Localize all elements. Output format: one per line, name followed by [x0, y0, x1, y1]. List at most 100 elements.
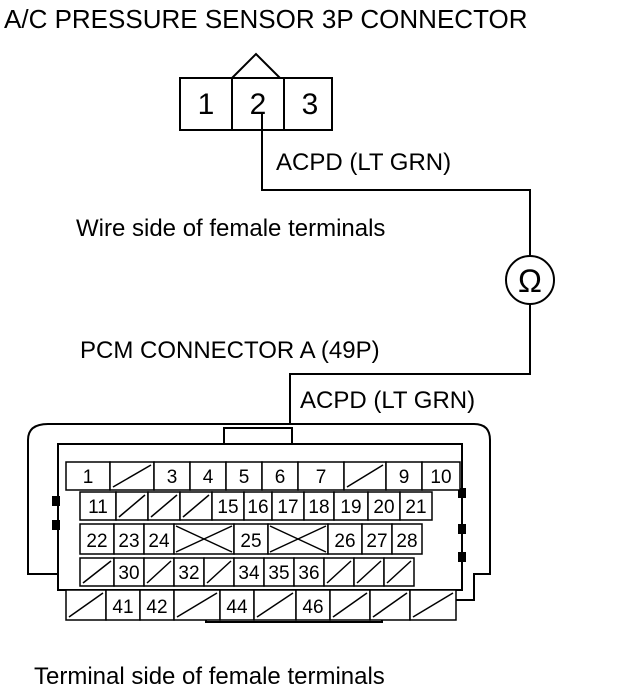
sensor-view-caption: Wire side of female terminals: [76, 215, 385, 242]
pcm-terminal-number: 4: [203, 467, 214, 488]
pcm-terminal-cell: 21: [399, 491, 433, 521]
pcm-terminal-number: 26: [334, 531, 355, 552]
pcm-terminal-cell: [173, 589, 221, 621]
pcm-terminal-number: 35: [268, 563, 289, 584]
pcm-terminal-number: 41: [112, 597, 133, 618]
pcm-terminal-number: 27: [366, 531, 387, 552]
pcm-terminal-cell: [323, 557, 355, 587]
pcm-terminal-cell: [115, 491, 149, 521]
pcm-terminal-cell: 28: [391, 523, 423, 555]
pcm-terminal-cell: [409, 589, 457, 621]
pcm-terminal-cell: 15: [211, 491, 245, 521]
unused-terminal-slash: [326, 560, 352, 584]
pcm-terminal-cell: [143, 557, 175, 587]
pcm-terminal-cell: 35: [263, 557, 295, 587]
unused-terminal-slash: [206, 560, 232, 584]
pcm-terminal-number: 28: [396, 531, 417, 552]
pcm-terminal-number: 36: [298, 563, 319, 584]
pcm-terminal-number: 34: [238, 563, 260, 584]
pcm-terminal-number: 17: [277, 497, 298, 518]
pcm-terminal-number: 42: [146, 597, 167, 618]
pcm-terminal-number: 32: [178, 563, 199, 584]
pcm-terminal-cell: 3: [153, 461, 191, 491]
ohmmeter-icon: Ω: [505, 255, 555, 305]
unused-terminal-slash: [356, 560, 382, 584]
pcm-terminal-number: 19: [340, 497, 361, 518]
pcm-terminal-cell: [329, 589, 371, 621]
unused-terminal-slash: [118, 494, 146, 518]
unused-terminal-slash: [332, 592, 368, 618]
pcm-terminal-cell: 10: [421, 461, 461, 491]
pcm-terminal-number: 3: [167, 467, 178, 488]
pcm-terminal-cell: 6: [261, 461, 299, 491]
pcm-terminal-cell: [343, 461, 387, 491]
unused-terminal-slash: [346, 464, 384, 488]
pcm-terminal-cell: 18: [303, 491, 335, 521]
ohm-symbol: Ω: [518, 263, 542, 299]
pcm-terminal-number: 30: [118, 563, 139, 584]
pcm-terminal-cell: 11: [79, 491, 117, 521]
pcm-terminal-cell: [203, 557, 235, 587]
pcm-terminal-number: 24: [148, 531, 170, 552]
pcm-terminal-cell: 32: [173, 557, 205, 587]
sensor-wire-label: ACPD (LT GRN): [276, 149, 451, 176]
pcm-terminal-cell: 42: [139, 589, 175, 621]
pcm-terminal-cell: [79, 557, 115, 587]
pcm-terminal-cell: 16: [243, 491, 273, 521]
unused-terminal-slash: [372, 592, 408, 618]
unused-terminal-slash: [386, 560, 412, 584]
pcm-terminal-cell: [383, 557, 415, 587]
pcm-terminal-cell: 22: [79, 523, 115, 555]
pcm-terminal-cell: [109, 461, 155, 491]
unused-terminal-slash: [256, 592, 294, 618]
pcm-view-caption: Terminal side of female terminals: [34, 663, 385, 690]
pcm-terminal-number: 6: [275, 467, 286, 488]
pcm-terminal-cell: 9: [385, 461, 423, 491]
pcm-terminal-number: 9: [399, 467, 410, 488]
pcm-terminal-cell: [147, 491, 181, 521]
unused-terminal-slash: [412, 592, 454, 618]
pcm-terminal-number: 44: [226, 597, 248, 618]
pcm-terminal-number: 7: [316, 467, 327, 488]
pcm-wire-label: ACPD (LT GRN): [300, 387, 475, 414]
pcm-terminal-number: 23: [118, 531, 139, 552]
unused-terminal-slash: [182, 494, 210, 518]
pcm-terminal-cell: [179, 491, 213, 521]
pcm-terminal-cell: 27: [361, 523, 393, 555]
pcm-terminal-number: 5: [239, 467, 250, 488]
pcm-terminal-number: 25: [240, 531, 261, 552]
pcm-connector-title: PCM CONNECTOR A (49P): [80, 337, 380, 364]
pcm-terminal-number: 1: [83, 467, 94, 488]
pcm-terminal-cell: 23: [113, 523, 145, 555]
pcm-terminal-cell: 17: [271, 491, 305, 521]
pcm-terminal-cell: [173, 523, 235, 555]
sensor-pin-1: 1: [198, 88, 215, 121]
connector-lock-tab: [231, 52, 281, 79]
pcm-terminal-cell: [253, 589, 297, 621]
pcm-terminal-number: 16: [247, 497, 268, 518]
unused-terminal-slash: [82, 560, 112, 584]
unused-terminal-slash: [150, 494, 178, 518]
acpd-wire-upper: [261, 114, 531, 256]
pcm-terminal-cell: [65, 589, 107, 621]
pcm-terminal-number: 21: [405, 497, 426, 518]
pcm-terminal-cell: 36: [293, 557, 325, 587]
sensor-connector-title: A/C PRESSURE SENSOR 3P CONNECTOR: [4, 4, 528, 34]
pcm-terminal-number: 18: [308, 497, 329, 518]
pcm-terminal-number: 10: [430, 467, 451, 488]
pcm-terminal-number: 20: [373, 497, 394, 518]
sensor-connector: 1 2 3: [179, 52, 333, 131]
pcm-terminal-cell: 44: [219, 589, 255, 621]
unused-terminal-slash: [146, 560, 172, 584]
pcm-terminal-cell: 4: [189, 461, 227, 491]
pcm-terminal-cell: 30: [113, 557, 145, 587]
pcm-terminal-cell: [353, 557, 385, 587]
sensor-connector-body: [179, 77, 333, 131]
pcm-terminal-number: 22: [86, 531, 107, 552]
pcm-terminal-cell: 20: [367, 491, 401, 521]
sensor-pin-2: 2: [250, 88, 267, 121]
pcm-terminal-cell: 25: [233, 523, 269, 555]
